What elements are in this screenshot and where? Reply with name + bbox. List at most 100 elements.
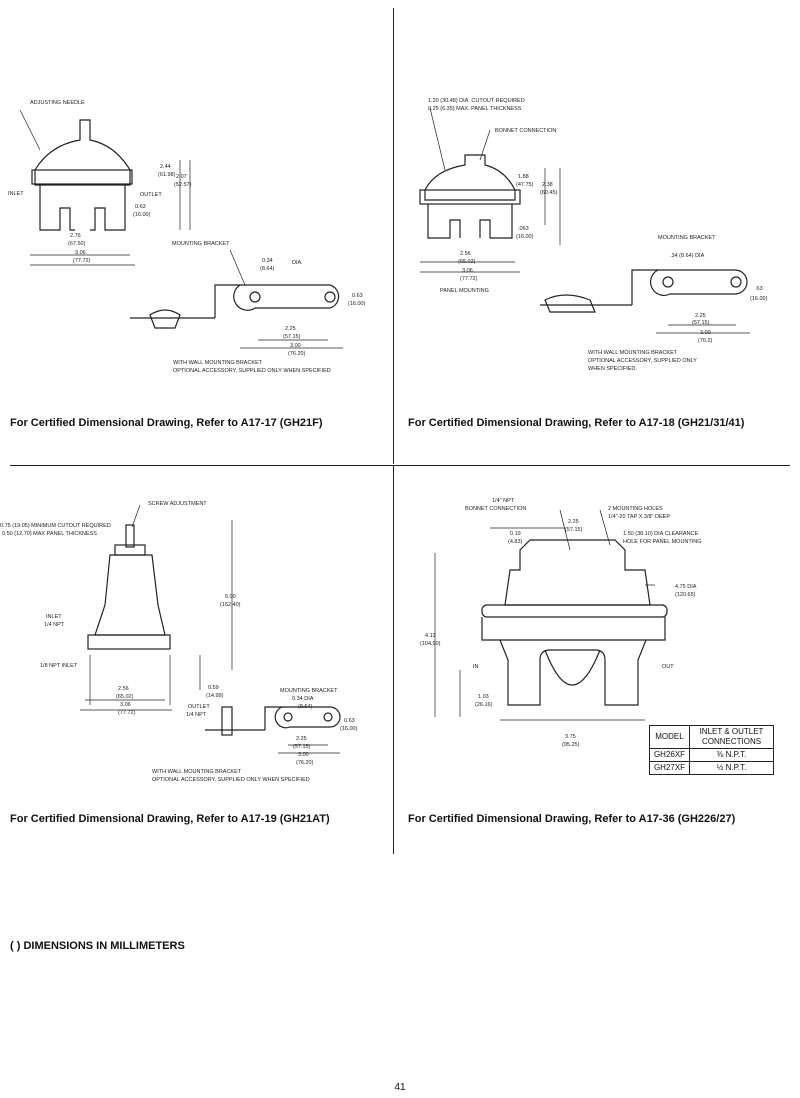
dim-300-mm: (76.2) [698,338,713,344]
dim-063-mm: (16.00) [340,726,358,732]
label-cutout-2: 0.50 (12.70) MAX PANEL THICKNESS [2,531,97,537]
dim-375-mm: (95.25) [562,742,580,748]
caption-gh21f: For Certified Dimensional Drawing, Refer… [10,417,323,429]
label-inlet: INLET [8,191,24,197]
caption-gh226-27: For Certified Dimensional Drawing, Refer… [408,813,736,825]
dim-306-mm: (77.72) [73,258,91,264]
drawing-panel-gh226-27: 1/4" NPT BONNET CONNECTION 2 MOUNTING HO… [400,495,790,785]
dim-375: 3.75 [565,734,576,740]
dim-225: 2.25 [568,519,579,525]
dim-019-mm: (4.83) [508,539,523,545]
dim-034-dia: 0.34 DIA [292,696,314,702]
dim-188-mm: (47.75) [516,182,534,188]
vertical-divider-bottom [393,466,394,854]
dim-63-mm: (16.00) [750,296,768,302]
dim-238-mm: (60.45) [540,190,558,196]
label-mounting-holes-2: 1/4"-20 TAP X 3/8" DEEP [608,514,670,520]
dim-207-mm: (52.57) [174,182,192,188]
gh226-27-drawing: 1/4" NPT BONNET CONNECTION 2 MOUNTING HO… [420,498,702,748]
gh21f-drawing: ADJUSTING NEEDLE INLET OUTLET 2.44 (61.9… [8,100,366,374]
note-wall-bracket: WITH WALL MOUNTING BRACKET [173,360,263,366]
label-clearance-2: HOLE FOR PANEL MOUNTING [623,539,702,545]
dim-225-mm: (57.15) [692,320,710,326]
label-npt-inlet: 1/8 NPT INLET [40,663,78,669]
dim-225: 2.25 [285,326,296,332]
dim-019: 0.19 [510,531,521,537]
dim-063-mm: (16.00) [516,234,534,240]
dim-063b: 0.63 [352,293,363,299]
dim-256: 2.56 [460,251,471,257]
dimensions-note: ( ) DIMENSIONS IN MILLIMETERS [10,940,185,952]
dim-225: 2.25 [695,313,706,319]
label-cutout-1: 1.20 (30.48) DIA. CUTOUT REQUIRED [428,98,525,104]
dim-306-mm: (77.72) [460,276,478,282]
label-panel-mounting: PANEL MOUNTING [440,288,489,294]
label-inlet-npt: 1/4 NPT [44,622,65,628]
dim-034: 0.34 [262,258,273,264]
dim-063: 0.63 [344,718,355,724]
vertical-divider-top [393,8,394,464]
dim-063: .063 [518,226,529,232]
dim-276-mm: (67.50) [68,241,86,247]
dim-256: 2.56 [118,686,129,692]
dim-600-mm: (152.40) [220,602,241,608]
header-connections-line-1: INLET & OUTLET [699,727,764,736]
cell-connection: ½ N.P.T. [689,761,774,775]
label-mounting-holes-1: 2 MOUNTING HOLES [608,506,663,512]
horizontal-divider [10,465,790,466]
note-wall-bracket: WITH WALL MOUNTING BRACKET [588,350,678,356]
label-outlet-npt: 1/4 NPT [186,712,207,718]
dim-256-mm: (65.02) [458,259,476,265]
dim-244-mm: (61.98) [158,172,176,178]
label-cutout-1: 0.75 (19.05) MINIMUM CUTOUT REQUIRED [0,523,111,529]
label-in: IN [473,664,479,670]
dim-063a-mm: (16.00) [133,212,151,218]
table-row: GH27XF ½ N.P.T. [649,761,774,775]
label-mounting-bracket: MOUNTING BRACKET [658,235,716,241]
drawing-panel-gh21f: ADJUSTING NEEDLE INLET OUTLET 2.44 (61.9… [0,90,390,390]
label-clearance-1: 1.50 (38.10) DIA CLEARANCE [623,531,699,537]
note-wall-bracket: WITH WALL MOUNTING BRACKET [152,769,242,775]
dim-059-mm: (14.99) [206,693,224,699]
label-npt-14: 1/4" NPT [492,498,515,504]
label-outlet: OUTLET [140,192,162,198]
dim-63: .63 [755,286,763,292]
drawing-panel-gh21at: SCREW ADJUSTMENT 0.75 (19.05) MINIMUM CU… [0,495,390,785]
dim-225-mm: (57.15) [283,334,301,340]
note-optional: OPTIONAL ACCESSORY, SUPPLIED ONLY WHEN S… [152,777,310,783]
label-outlet: OUTLET [188,704,210,710]
dim-413-mm: (104.90) [420,641,441,647]
gh21at-drawing: SCREW ADJUSTMENT 0.75 (19.05) MINIMUM CU… [0,501,358,783]
dim-034-mm: (8.64) [260,266,275,272]
dim-300-mm: (76.20) [288,351,306,357]
dim-225: 2.25 [296,736,307,742]
label-adjusting-needle: ADJUSTING NEEDLE [30,100,85,106]
dim-475: 4.75 DIA [675,584,697,590]
dim-225-mm: (57.15) [565,527,583,533]
cell-connection: ⅜ N.P.T. [689,748,774,762]
dim-306: 3.06 [120,702,131,708]
cell-model: GH26XF [649,748,690,762]
dim-300: 3.00 [298,752,309,758]
label-bonnet-connection: BONNET CONNECTION [495,128,556,134]
header-connections: INLET & OUTLET CONNECTIONS [689,725,774,749]
dim-600: 6.00 [225,594,236,600]
label-out: OUT [662,664,674,670]
caption-gh21-31-41: For Certified Dimensional Drawing, Refer… [408,417,745,429]
dim-103-mm: (26.16) [475,702,493,708]
dim-306: 3.06 [75,250,86,256]
table-row: GH26XF ⅜ N.P.T. [649,748,774,762]
dim-063b-mm: (16.00) [348,301,366,307]
header-connections-line-2: CONNECTIONS [701,737,762,746]
dim-34-dia: .34 (8.64) DIA [670,253,705,259]
label-cutout-2: 0.25 (6.35) MAX. PANEL THICKNESS [428,106,522,112]
table-header-row: MODEL INLET & OUTLET CONNECTIONS [649,725,774,749]
label-screw-adjustment: SCREW ADJUSTMENT [148,501,207,507]
dim-475-mm: (120.65) [675,592,696,598]
dim-059: 0.59 [208,685,219,691]
dim-188: 1.88 [518,174,529,180]
dim-244: 2.44 [160,164,171,170]
dim-256-mm: (65.02) [116,694,134,700]
header-model: MODEL [649,725,690,749]
gh21-31-41-drawing: 1.20 (30.48) DIA. CUTOUT REQUIRED 0.25 (… [419,98,768,372]
